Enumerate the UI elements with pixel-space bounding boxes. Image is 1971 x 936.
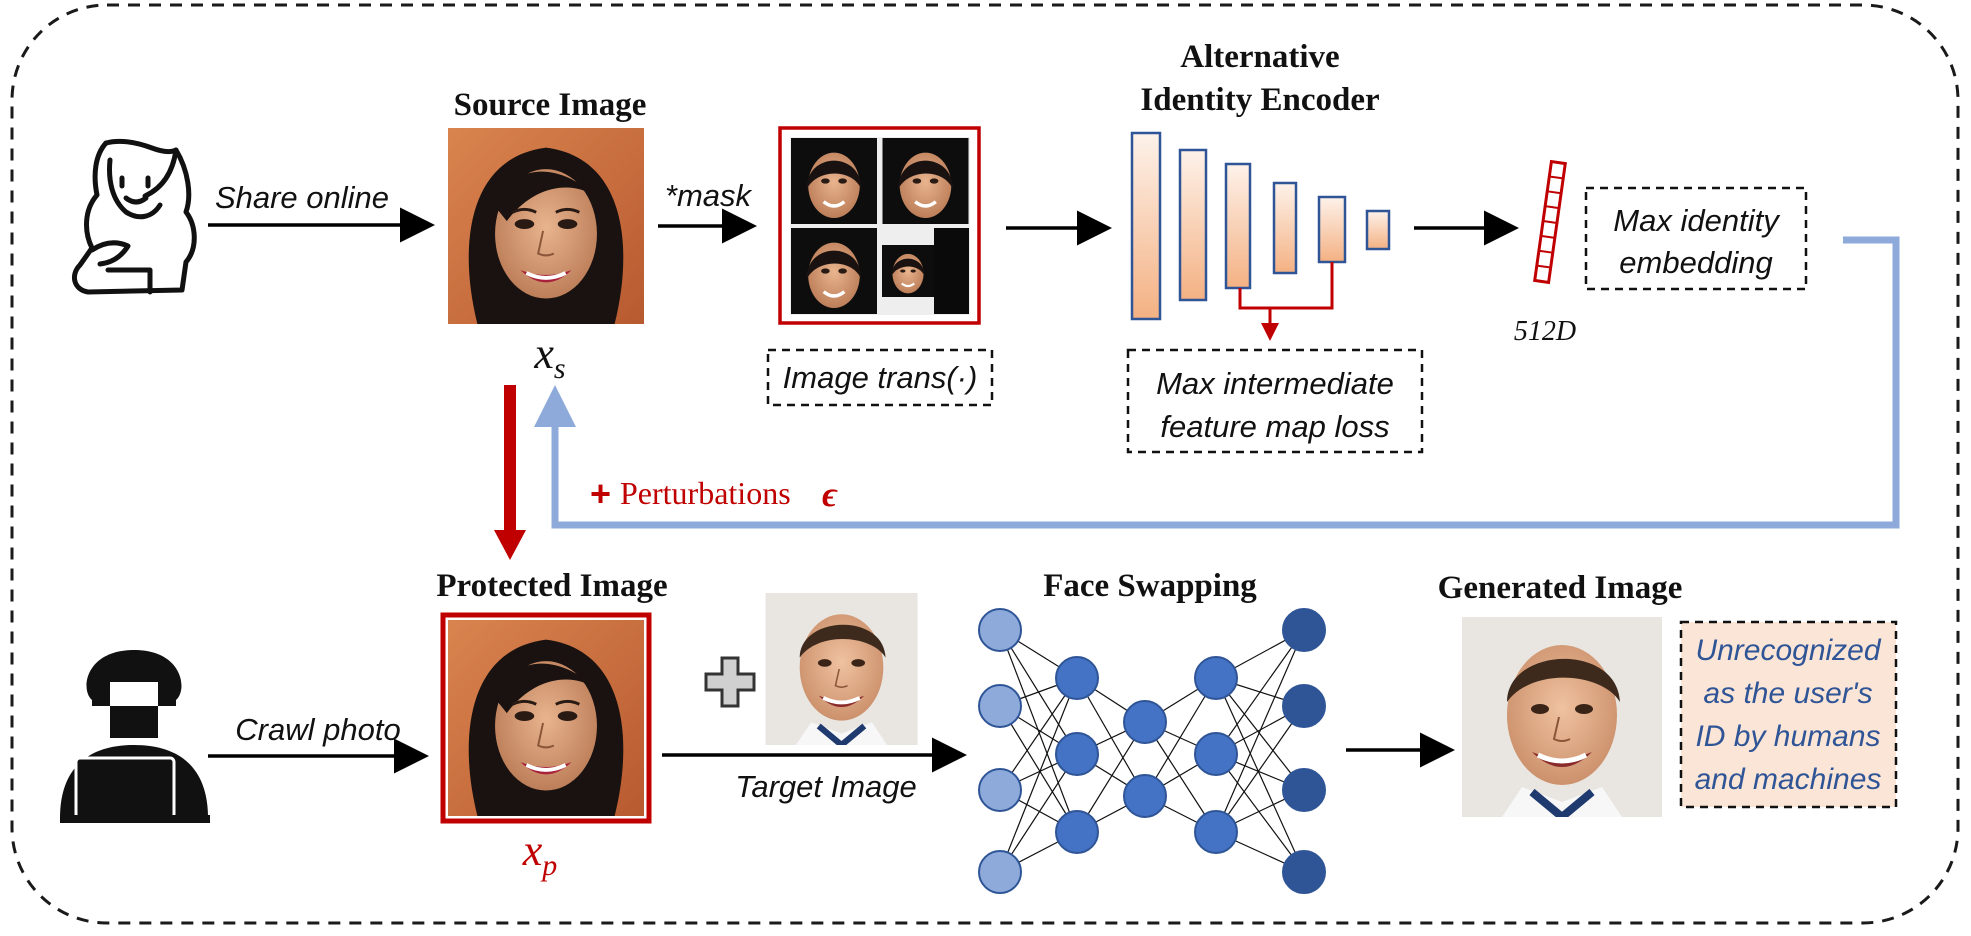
network-node (1282, 608, 1326, 652)
identity-embedding-box (1584, 186, 1808, 291)
trans-face-1 (791, 138, 877, 224)
network-node (1194, 810, 1238, 854)
protected-image (448, 620, 644, 816)
identity-embedding-line2: embedding (1619, 245, 1772, 280)
network-node (1055, 656, 1099, 700)
network-node (1123, 700, 1167, 744)
protected-image-frame (440, 612, 652, 824)
network-node (978, 608, 1022, 652)
face-swapping-title: Face Swapping (1043, 568, 1257, 604)
crawl-photo-label: Crawl photo (235, 712, 400, 747)
network-edge (1215, 629, 1305, 755)
identity-embedding-line1: Max identity (1613, 203, 1781, 238)
feature-loss-box (1126, 348, 1424, 454)
result-line1: Unrecognized (1695, 634, 1881, 667)
encoder-title-line1: Alternative (1180, 39, 1339, 75)
network-node (1282, 768, 1326, 812)
network-edge (1076, 677, 1146, 797)
result-box (1679, 620, 1898, 809)
network-node (978, 768, 1022, 812)
network-edge (1215, 677, 1305, 873)
network-edge (1215, 629, 1305, 833)
woman-user-icon (71, 138, 197, 295)
dim-label: 512D (1514, 316, 1576, 347)
encoder-layer-4 (1272, 181, 1298, 275)
source-image-title: Source Image (454, 87, 647, 123)
image-trans-label: Image trans(·) (783, 360, 978, 395)
network-edge (1215, 677, 1305, 791)
trans-face-4 (882, 243, 934, 299)
target-image-label: Target Image (735, 769, 917, 804)
network-edge (1144, 677, 1217, 797)
encoder-layer-5 (1317, 195, 1347, 264)
feature-map-connector (1238, 262, 1334, 341)
network-edge (999, 705, 1078, 833)
protected-symbol: xp (522, 826, 558, 882)
network-nodes (978, 608, 1326, 894)
protected-image-title: Protected Image (436, 568, 667, 604)
network-edge (1215, 753, 1305, 873)
mask-label: *mask (665, 178, 753, 213)
result-line2: as the user's (1703, 677, 1872, 710)
plus-icon (704, 656, 756, 708)
target-image (766, 593, 918, 745)
feedback-loop-arrow (534, 236, 1900, 529)
network-node (978, 684, 1022, 728)
network-node (1055, 810, 1099, 854)
feature-loss-line1: Max intermediate (1156, 366, 1394, 401)
feature-loss-line2: feature map loss (1160, 409, 1389, 444)
image-trans-box (766, 348, 994, 407)
hacker-icon (60, 650, 210, 823)
network-node (1194, 656, 1238, 700)
network-edges (999, 629, 1305, 873)
network-node (1282, 684, 1326, 728)
result-line4: and machines (1695, 763, 1882, 796)
network-node (1194, 732, 1238, 776)
generated-image-title: Generated Image (1438, 570, 1683, 606)
network-edge (999, 629, 1078, 833)
result-line3: ID by humans (1695, 720, 1880, 753)
encoder-title-line2: Identity Encoder (1140, 82, 1379, 118)
transformed-images-grid (778, 126, 981, 325)
encoder-layer-1 (1130, 131, 1162, 321)
network-edge (1215, 705, 1305, 833)
generated-image (1462, 617, 1662, 817)
network-edge (999, 677, 1078, 791)
network-edge (999, 677, 1078, 873)
encoder-layer-6 (1365, 209, 1391, 251)
source-image (448, 128, 644, 324)
trans-face-3 (791, 228, 877, 314)
perturbations-label: Perturbations (620, 475, 791, 511)
trans-face-2 (882, 138, 969, 224)
network-node (1123, 774, 1167, 818)
identity-encoder (1130, 131, 1391, 321)
network-node (1055, 732, 1099, 776)
source-symbol: xs (533, 329, 565, 385)
epsilon-symbol: ϵ (822, 474, 838, 514)
network-edge (999, 753, 1078, 873)
embedding-vector (1533, 159, 1567, 285)
share-online-label: Share online (215, 180, 389, 215)
encoder-layer-2 (1178, 148, 1208, 302)
plus-sign: + (590, 473, 611, 514)
network-node (1282, 850, 1326, 894)
encoder-layer-3 (1224, 162, 1252, 290)
perturbation-arrow-head (494, 530, 526, 560)
outer-frame (10, 3, 1960, 925)
network-node (978, 850, 1022, 894)
